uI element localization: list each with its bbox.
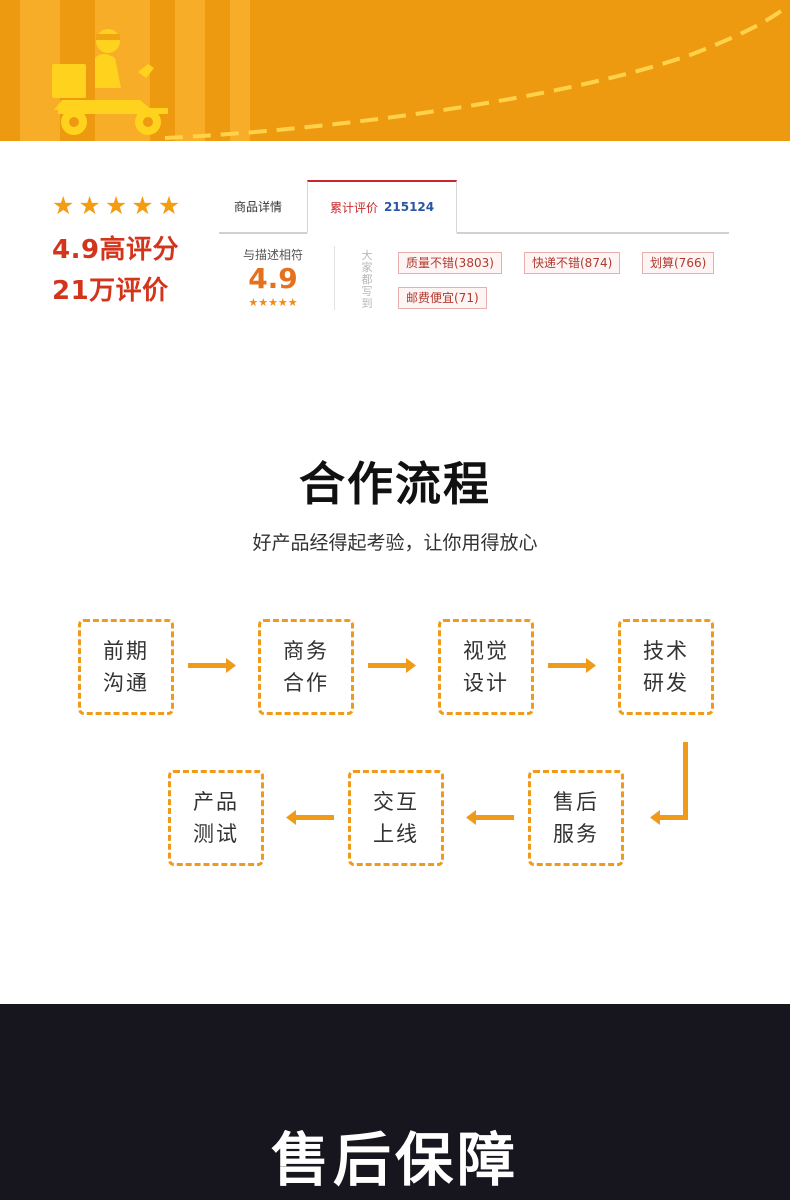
- rating-stars: ★★★★★: [52, 193, 180, 219]
- review-count: 215124: [384, 200, 435, 214]
- top-banner: [0, 0, 790, 141]
- star-icon: ★: [78, 191, 101, 220]
- process-step: 交互 上线: [348, 770, 444, 866]
- rating-review-count: 21万评价: [52, 276, 169, 306]
- arrow-left-icon: [466, 810, 514, 825]
- review-tag[interactable]: 邮费便宜(71): [398, 287, 487, 309]
- arrow-left-icon: [286, 810, 334, 825]
- review-tag[interactable]: 快递不错(874): [524, 252, 621, 274]
- step-line2: 服务: [553, 822, 599, 846]
- step-line1: 视觉: [463, 639, 509, 663]
- banner-stripe: [175, 0, 205, 141]
- arrow-right-icon: [188, 658, 236, 673]
- review-tag[interactable]: 划算(766): [642, 252, 715, 274]
- step-line1: 交互: [373, 790, 419, 814]
- rating-high-score: 4.9高评分: [52, 235, 180, 265]
- banner-stripe: [230, 0, 250, 141]
- tab-reviews[interactable]: 累计评价 215124: [307, 180, 457, 234]
- step-line2: 沟通: [103, 671, 149, 695]
- step-line1: 技术: [643, 639, 689, 663]
- desc-match-stars: ★★★★★: [248, 296, 298, 309]
- after-sales-section: [0, 1004, 790, 1200]
- desc-match-score: 4.9: [248, 262, 298, 295]
- step-line1: 售后: [553, 790, 599, 814]
- review-tabs: 商品详情 累计评价 215124: [219, 180, 729, 234]
- star-icon: ★: [52, 191, 75, 220]
- arrow-elbow-icon: [650, 742, 688, 825]
- process-arrows: [188, 658, 688, 825]
- process-step: 前期 沟通: [78, 619, 174, 715]
- process-step: 产品 测试: [168, 770, 264, 866]
- process-step: 售后 服务: [528, 770, 624, 866]
- everyone-mentions-label: 大家都写到: [361, 249, 373, 310]
- tab-reviews-label: 累计评价: [330, 200, 379, 215]
- divider: [334, 246, 335, 310]
- arrow-right-icon: [548, 658, 596, 673]
- step-line1: 产品: [193, 790, 239, 814]
- process-step: 技术 研发: [618, 619, 714, 715]
- star-icon: ★: [131, 191, 154, 220]
- process-step: 视觉 设计: [438, 619, 534, 715]
- step-line2: 测试: [193, 822, 239, 846]
- section-title: 合作流程: [299, 457, 491, 511]
- section-subtitle: 好产品经得起考验，让你用得放心: [252, 532, 538, 554]
- after-sales-title: 售后保障: [270, 1126, 519, 1194]
- step-line1: 前期: [103, 639, 149, 663]
- step-line1: 商务: [283, 639, 329, 663]
- desc-match-label: 与描述相符: [242, 248, 303, 262]
- review-tag[interactable]: 质量不错(3803): [398, 252, 502, 274]
- step-line2: 合作: [283, 671, 329, 695]
- arrow-right-icon: [368, 658, 416, 673]
- step-line2: 上线: [373, 822, 419, 846]
- step-line2: 研发: [643, 671, 689, 695]
- delivery-scooter-icon: [52, 29, 168, 135]
- step-line2: 设计: [463, 671, 509, 695]
- star-icon: ★: [157, 191, 181, 220]
- dashed-route-line: [164, 6, 787, 140]
- banner-graphic: [52, 6, 787, 140]
- process-step: 商务 合作: [258, 619, 354, 715]
- tab-product-details[interactable]: 商品详情: [234, 199, 283, 214]
- star-icon: ★: [104, 191, 128, 220]
